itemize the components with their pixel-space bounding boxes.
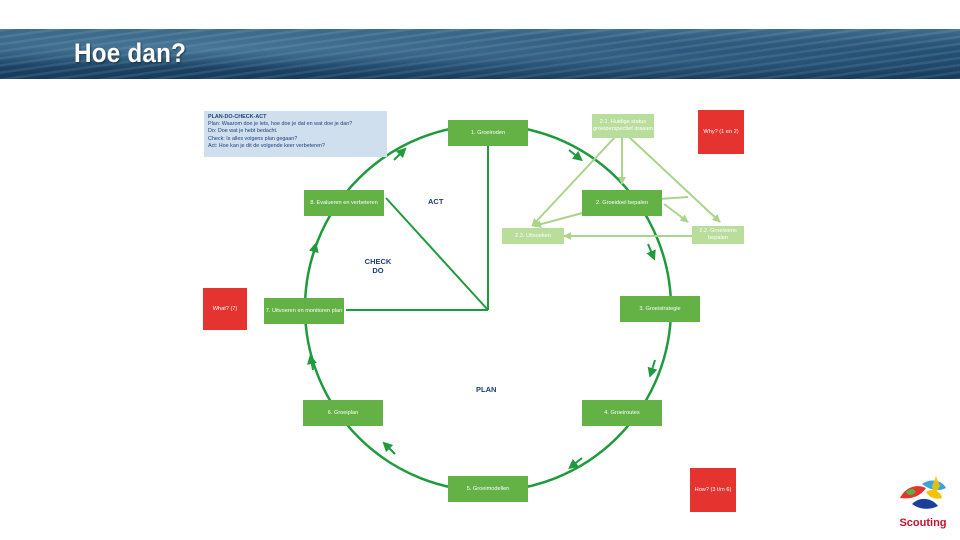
question-why: Why? (1 en 2) [698, 110, 744, 154]
phase-do: DO [361, 267, 395, 276]
question-what: What? (7) [203, 288, 247, 330]
pdca-legend: PLAN-DO-CHECK-ACT Plan: Waarom doe je ie… [204, 111, 387, 157]
step-5: 5. Groeimodellen [448, 476, 528, 502]
cycle-arrow [394, 151, 403, 160]
step-2: 2. Groeidoel bepalen [582, 190, 662, 216]
legend-line: Act: Hoe kan je dit de volgende keer ver… [208, 143, 383, 150]
phase-plan: PLAN [476, 386, 496, 395]
phase-check-do: CHECK DO [361, 258, 395, 275]
cycle-arrow [648, 244, 653, 256]
substep-2-1: 2.1. Huidige status groeiperspectief dra… [592, 114, 654, 138]
cycle-arrow [651, 360, 655, 373]
slide-title: Hoe dan? [74, 38, 186, 69]
phase-act: ACT [428, 198, 443, 207]
legend-line: Check: Is alles volgens plan gegaan? [208, 136, 383, 143]
scouting-logo-text: Scouting [892, 517, 954, 529]
scouting-emblem [892, 474, 954, 518]
step-4: 4. Groeiroutes [582, 400, 662, 426]
question-how: How? (3 t/m 6) [690, 468, 736, 512]
legend-title: PLAN-DO-CHECK-ACT [208, 114, 383, 121]
sub-arrow [664, 204, 688, 222]
legend-line: Do: Doe wat je hebt bedacht. [208, 128, 383, 135]
legend-line: Plan: Waarom doe je iets, hoe doe je dat… [208, 121, 383, 128]
step-7: 7. Uitvoeren en monitoren plan [264, 298, 344, 324]
step-3: 3. Groeistrategie [620, 296, 700, 322]
pdca-diagram: PLAN-DO-CHECK-ACT Plan: Waarom doe je ie… [158, 94, 786, 540]
step-6: 6. Groeiplan [303, 400, 383, 426]
substep-2-2: 2.2. Groeiwens bepalen [692, 226, 744, 244]
step-1: 1. Groeiroden [448, 120, 528, 146]
header-banner: Hoe dan? [0, 29, 960, 79]
scouting-logo: Scouting [892, 474, 954, 532]
substep-2-3: 2.3. Uitsoeken [502, 228, 564, 244]
step-8: 8. Evalueren en verbeteren [304, 190, 384, 216]
cycle-arrow [386, 445, 395, 454]
cycle-arrow [569, 150, 579, 158]
divider-line [386, 198, 488, 310]
